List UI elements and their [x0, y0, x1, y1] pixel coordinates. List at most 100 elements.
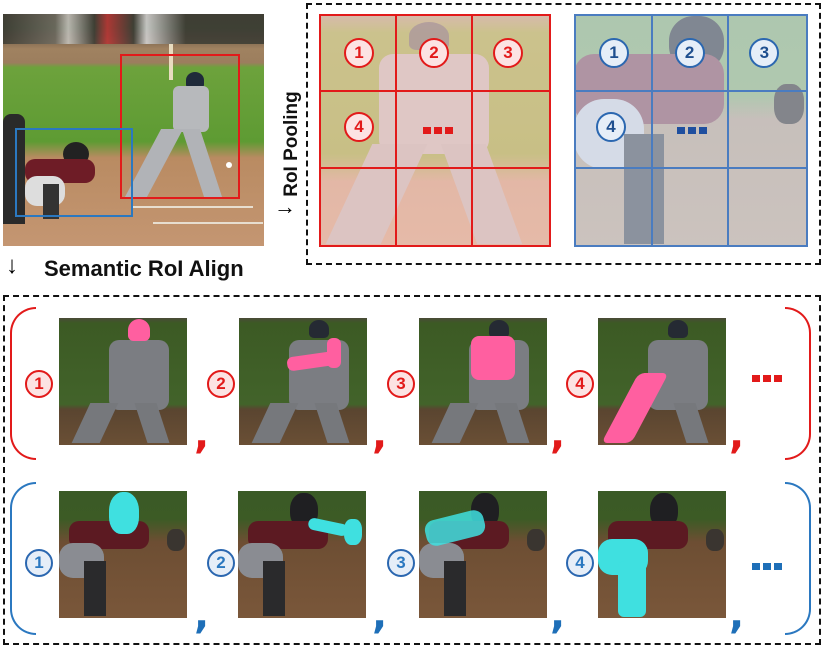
- cell-number-badge: 1: [599, 38, 629, 68]
- blue-pooling-grid: 1 2 3 4: [574, 14, 808, 247]
- pink-torso-mask: [471, 336, 515, 380]
- catcher-roi-image: 1 2 3 4: [574, 14, 808, 247]
- catcher-shin-guard: [624, 134, 664, 244]
- part-number-badge: 2: [207, 549, 235, 577]
- source-photo: [3, 14, 264, 246]
- cyan-leg-mask: [618, 561, 646, 617]
- batter-leg: [71, 403, 119, 443]
- part-number-badge: 1: [25, 549, 53, 577]
- stands-background: [3, 14, 264, 44]
- grid-cell: [321, 168, 397, 245]
- batter-leg: [431, 403, 479, 443]
- batter-leg: [134, 403, 170, 443]
- comma-separator: ,: [372, 412, 388, 458]
- roi-pooling-panel: [306, 3, 821, 265]
- comma-separator: ,: [729, 412, 745, 458]
- catcher-bounding-box: [15, 128, 133, 217]
- semantic-roi-align-label: Semantic RoI Align: [44, 256, 244, 281]
- batter-helmet: [668, 320, 688, 338]
- cell-number-badge: 2: [419, 38, 449, 68]
- cell-number-badge: 2: [674, 38, 705, 68]
- bat: [169, 44, 173, 80]
- batter-torso: [173, 86, 209, 132]
- batter-head-mask-thumbnail: [59, 318, 187, 445]
- comma-separator: ,: [729, 592, 745, 638]
- part-number-badge: 4: [566, 549, 594, 577]
- part-number-badge: 4: [566, 370, 594, 398]
- grid-cell: [576, 168, 653, 245]
- grid-cell: 4: [321, 92, 397, 169]
- catcher-shin-guard: [84, 561, 106, 616]
- batter-torso: [109, 340, 169, 410]
- cell-number-badge: 4: [344, 112, 374, 143]
- part-number-badge: 1: [25, 370, 53, 398]
- cyan-head-mask: [109, 492, 139, 534]
- catcher-mitt: [167, 529, 185, 551]
- right-arrow-icon: →: [274, 194, 296, 219]
- batter-helmet: [309, 320, 329, 338]
- right-paren-red: [785, 307, 811, 460]
- batter-torso-mask-thumbnail: [419, 318, 547, 445]
- batter-bounding-box: [120, 54, 240, 199]
- batter-helmet: [489, 320, 509, 338]
- grid-cell: 4: [576, 92, 653, 169]
- right-paren-blue: [785, 482, 811, 635]
- comma-separator: ,: [550, 592, 566, 638]
- part-number-badge: 3: [387, 549, 415, 577]
- batter-leg: [251, 403, 299, 443]
- grid-cell: [729, 169, 806, 245]
- grid-cell: [729, 92, 806, 169]
- batter-leg: [314, 403, 350, 443]
- catcher-arm-mask-thumbnail: [238, 491, 366, 618]
- grid-cell: 2: [652, 16, 730, 93]
- catcher-leg-mask-thumbnail: [598, 491, 726, 618]
- ellipsis-icon: [423, 127, 453, 135]
- grid-cell: 1: [321, 16, 397, 93]
- grid-cell: [652, 92, 730, 169]
- red-pooling-grid: 1 2 3 4: [319, 14, 551, 247]
- roi-pooling-label: RoI Pooling: [281, 91, 302, 197]
- baseball: [226, 162, 232, 168]
- comma-separator: ,: [372, 592, 388, 638]
- grid-cell: [473, 169, 549, 245]
- pink-head-mask: [128, 319, 150, 341]
- grid-cell: 3: [729, 16, 806, 93]
- chalk-line: [133, 206, 253, 208]
- part-number-badge: 3: [387, 370, 415, 398]
- grid-cell: [473, 92, 549, 169]
- chalk-line: [153, 222, 263, 224]
- catcher-torso-mask-thumbnail: [419, 491, 547, 618]
- ellipsis-icon: [752, 375, 782, 382]
- grid-cell: [397, 168, 473, 245]
- grid-cell: 1: [576, 16, 653, 93]
- ellipsis-icon: [676, 127, 707, 135]
- batter-leg: [673, 403, 709, 443]
- catcher-mitt: [706, 529, 724, 551]
- batter-helmet: [186, 72, 204, 88]
- catcher-mitt: [527, 529, 545, 551]
- cell-number-badge: 1: [344, 38, 374, 68]
- cyan-mitt-mask: [344, 519, 362, 545]
- catcher-head-mask-thumbnail: [59, 491, 187, 618]
- catcher-shin-guard: [43, 184, 59, 219]
- grid-cell: [397, 92, 473, 169]
- cell-number-badge: 3: [493, 38, 523, 68]
- grid-cell: [653, 168, 730, 245]
- batter-torso: [379, 54, 489, 154]
- batter-roi-image: 1 2 3 4: [319, 14, 551, 247]
- ellipsis-icon: [752, 563, 782, 570]
- cell-number-badge: 3: [749, 38, 780, 68]
- comma-separator: ,: [194, 412, 210, 458]
- batter-leg-mask-thumbnail: [598, 318, 726, 445]
- grid-cell: 3: [473, 16, 549, 93]
- batter-arm-mask-thumbnail: [239, 318, 367, 445]
- comma-separator: ,: [550, 412, 566, 458]
- catcher-shin-guard: [263, 561, 285, 616]
- semantic-align-panel: [3, 295, 821, 645]
- grid-cell: 2: [397, 16, 473, 93]
- part-number-badge: 2: [207, 370, 235, 398]
- umpire-figure: [3, 114, 25, 224]
- cell-number-badge: 4: [596, 112, 626, 143]
- down-arrow-icon: ↓: [6, 252, 18, 279]
- catcher-shin-guard: [444, 561, 466, 616]
